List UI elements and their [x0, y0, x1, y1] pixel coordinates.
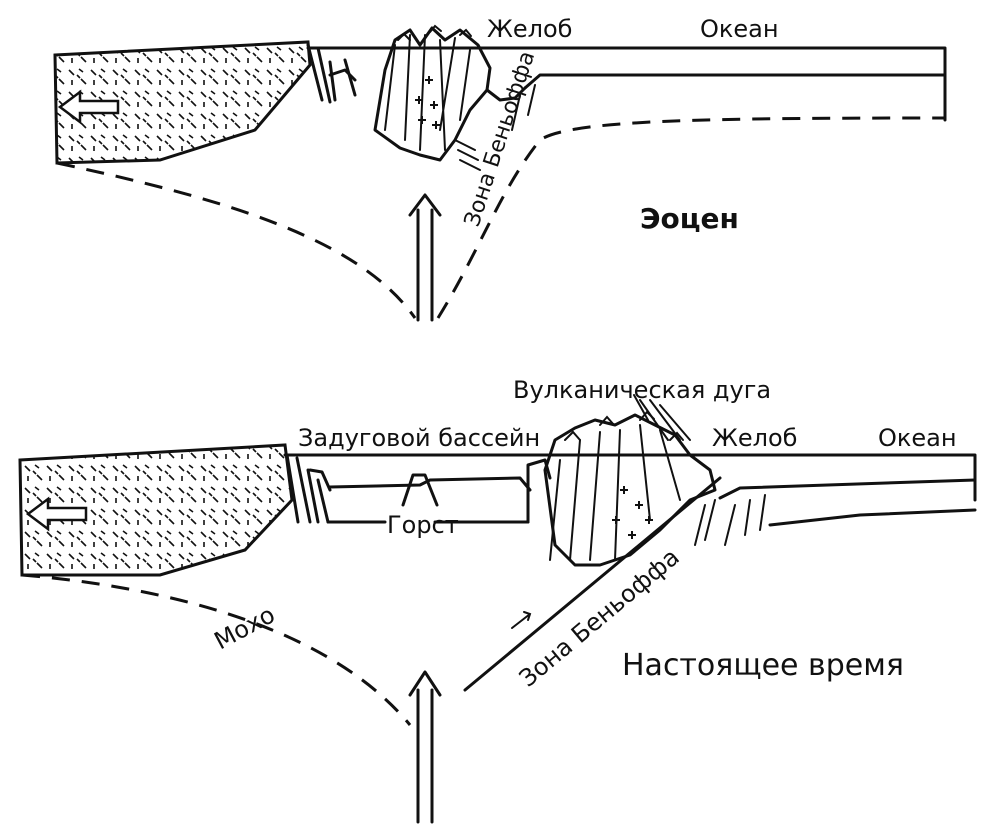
slab-top	[436, 116, 946, 319]
label-backarc-basin: Задуговой бассейн	[298, 424, 540, 452]
moho-bottom	[21, 573, 412, 726]
deep-floor-bottom	[768, 508, 977, 527]
backarc-basin-floor	[328, 476, 532, 492]
backarc-margin-blocks	[285, 453, 332, 524]
drift-arrow-icon	[57, 89, 120, 125]
trench-top	[485, 86, 527, 102]
upwelling-arrow-bottom	[408, 670, 442, 824]
trench-faults	[511, 84, 536, 131]
label-trench-top: Желоб	[487, 15, 572, 43]
moho-top	[56, 161, 417, 319]
label-epoch-present: Настоящее время	[622, 648, 904, 683]
label-horst: Горст	[387, 511, 459, 539]
volcanic-arc-bottom	[543, 394, 717, 567]
present-section	[18, 394, 977, 824]
drift-arrow-bottom-icon	[25, 496, 88, 532]
margin-blocks	[306, 43, 357, 104]
benioff-lines-top	[454, 139, 481, 171]
label-ocean-bottom: Океан	[878, 424, 957, 452]
granite-crosses	[415, 76, 440, 129]
eocene-section	[53, 24, 947, 322]
sea-surface-bottom	[283, 453, 977, 502]
benioff-line-bottom	[463, 476, 722, 692]
label-ocean-top: Океан	[700, 15, 779, 43]
ocean-floor	[523, 73, 947, 90]
volcanic-arc-top	[373, 24, 492, 162]
upwelling-arrow-top	[408, 193, 442, 322]
trench-faults-bottom	[694, 494, 766, 546]
granite-crosses-bottom	[612, 486, 653, 539]
sea-surface	[306, 46, 947, 122]
label-trench-bottom: Желоб	[712, 424, 797, 452]
benioff-slip-arrow	[511, 611, 532, 629]
label-epoch-eocene: Эоцен	[640, 202, 739, 235]
label-volcanic-arc: Вулканическая дуга	[513, 376, 771, 404]
ocean-floor-bottom	[718, 478, 977, 500]
label-moho: Мохо	[210, 600, 280, 655]
horst	[401, 473, 439, 507]
arc-wall	[526, 458, 552, 524]
